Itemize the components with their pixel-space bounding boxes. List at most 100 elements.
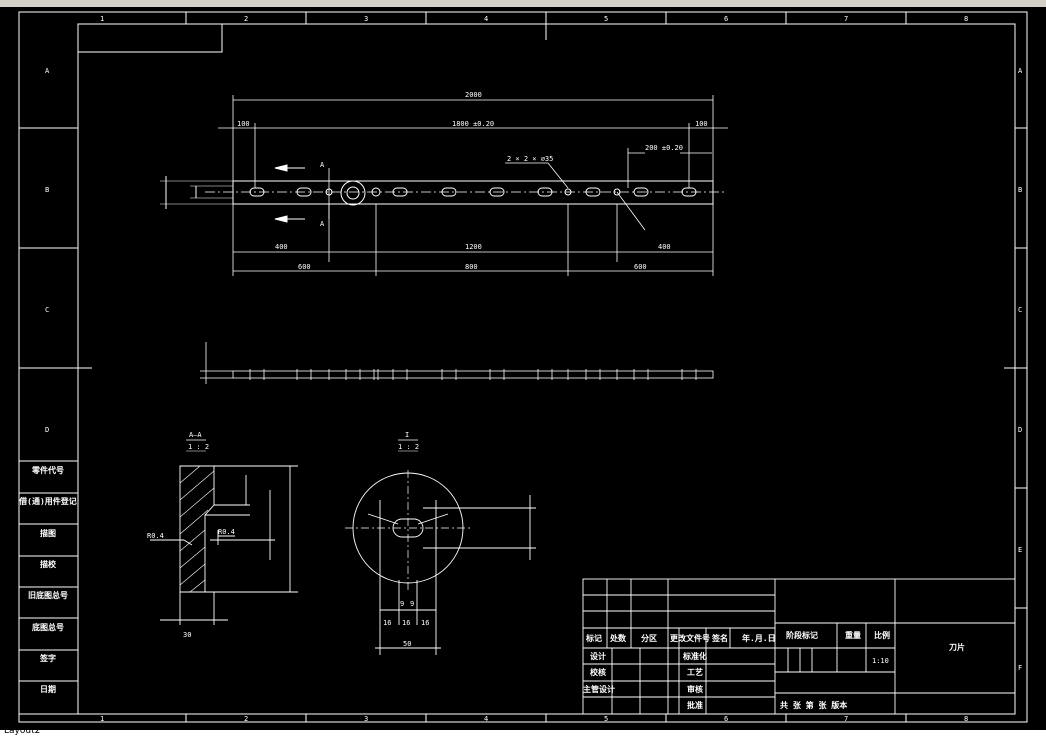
front-view <box>200 342 714 384</box>
row-label-right-a: A <box>1018 67 1023 75</box>
col-label-top-6: 6 <box>724 15 728 23</box>
side-label-trace-check: 描校 <box>40 559 57 569</box>
col-label-top-7: 7 <box>844 15 848 23</box>
layout-tab[interactable]: Layout2 <box>4 726 41 736</box>
row-label-right-c: C <box>1018 306 1022 314</box>
side-label-table <box>18 460 79 715</box>
top-view-dimension-texts: 2000 100 1800 ±0.20 100 200 ±0.20 2 × 2 … <box>237 91 708 271</box>
inner-frame <box>77 23 1016 715</box>
tb-row-check: 校核 <box>590 667 606 677</box>
dim-left-end: 100 <box>237 120 250 128</box>
dim-middle: 1800 ±0.20 <box>452 120 494 128</box>
col-label-bottom-7: 7 <box>844 715 848 723</box>
tb-sheets: 共 张 第 张 版本 <box>780 700 847 710</box>
side-label-date: 日期 <box>40 684 56 694</box>
col-label-bottom-4: 4 <box>484 715 488 723</box>
tb-mid-review: 审核 <box>687 684 703 694</box>
side-label-borrowed: 借(通)用件登记 <box>18 496 77 506</box>
col-label-top-3: 3 <box>364 15 368 23</box>
row-label-right-e: E <box>1018 546 1022 554</box>
row-ticks <box>19 127 1027 609</box>
side-label-tracing: 描图 <box>40 528 56 538</box>
row-label-right-d: D <box>1018 426 1022 434</box>
col-label-bottom-5: 5 <box>604 715 608 723</box>
col-label-top-8: 8 <box>964 15 968 23</box>
tb-scale-value: 1:10 <box>872 657 889 665</box>
section-aa-scale: 1 : 2 <box>188 443 209 451</box>
title-block-texts: 标记 处数 分区 更改文件号 签名 年.月.日 设计 校核 主管设计 标准化 工… <box>583 630 965 710</box>
side-label-signature: 签字 <box>39 653 56 663</box>
detail-i-callout-circle <box>340 180 366 206</box>
top-view-slots <box>249 187 697 197</box>
section-mark-top: A <box>320 161 325 169</box>
tb-mid-standard: 标准化 <box>682 651 707 661</box>
section-aa-r-inner: R0.4 <box>218 528 235 536</box>
code-box <box>77 23 223 53</box>
detail-i-d-bottom: 50 <box>403 640 411 648</box>
col-label-bottom-1: 1 <box>100 715 104 723</box>
layout-tab-bar: Layout2 <box>0 726 1046 737</box>
detail-i-scale: 1 : 2 <box>398 443 419 451</box>
tb-mid-process: 工艺 <box>687 667 703 677</box>
tb-stage-label: 阶段标记 <box>786 630 818 640</box>
tb-header-date: 年.月.日 <box>742 633 776 643</box>
dim-holes-note: 2 × 2 × ⌀35 <box>507 155 553 163</box>
zone-labels: 1 2 3 4 5 6 7 8 1 2 3 4 5 6 7 8 A B C D … <box>45 15 1023 723</box>
window-top-bar <box>0 0 1046 7</box>
tb-header-sign: 签名 <box>711 633 728 643</box>
tb-header-count: 处数 <box>609 633 627 643</box>
dim-bottom-600-left: 600 <box>298 263 311 271</box>
tb-weight-label: 重量 <box>845 630 861 640</box>
section-aa-title: A–A <box>189 431 202 439</box>
detail-i-d16c: 16 <box>421 619 429 627</box>
tb-part-name: 刀片 <box>949 642 965 652</box>
col-label-top-5: 5 <box>604 15 608 23</box>
side-label-part-code: 零件代号 <box>31 465 64 475</box>
dim-overall: 2000 <box>465 91 482 99</box>
col-label-bottom-6: 6 <box>724 715 728 723</box>
row-label-left-d: D <box>45 426 49 434</box>
section-aa-bottom-dim: 30 <box>183 631 191 639</box>
row-label-left-b: B <box>45 186 49 194</box>
detail-i-d16a: 16 <box>383 619 391 627</box>
tb-row-chief: 主管设计 <box>583 684 615 694</box>
tb-scale-label: 比例 <box>874 630 890 640</box>
detail-i-d16b: 16 <box>402 619 410 627</box>
dim-right-pitch: 200 ±0.20 <box>645 144 683 152</box>
detail-i <box>345 439 536 655</box>
detail-i-d9b: 9 <box>410 600 414 608</box>
outer-frame <box>18 11 1028 723</box>
section-aa <box>150 439 298 625</box>
top-view-dimensions <box>218 95 728 276</box>
dim-lower-400-right: 400 <box>658 243 671 251</box>
side-label-base-no: 底图总号 <box>31 622 64 632</box>
detail-i-title: I <box>405 431 409 439</box>
tb-mid-approve: 批准 <box>687 700 703 710</box>
side-label-old-base: 旧底图总号 <box>28 590 68 600</box>
section-aa-r-outer: R0.4 <box>147 532 164 540</box>
col-label-bottom-8: 8 <box>964 715 968 723</box>
tb-header-mark: 标记 <box>585 633 602 643</box>
title-block <box>582 578 1016 715</box>
side-label-texts: 零件代号 借(通)用件登记 描图 描校 旧底图总号 底图总号 签字 日期 <box>18 465 77 694</box>
dim-bottom-600-right: 600 <box>634 263 647 271</box>
row-label-left-c: C <box>45 306 49 314</box>
col-label-top-1: 1 <box>100 15 104 23</box>
detail-i-d9a: 9 <box>400 600 404 608</box>
dim-right-end: 100 <box>695 120 708 128</box>
detail-i-texts: I 1 : 2 9 9 16 16 16 50 <box>383 431 429 648</box>
col-label-bottom-3: 3 <box>364 715 368 723</box>
tb-header-change-doc: 更改文件号 <box>670 633 710 643</box>
top-view: A A <box>160 161 725 231</box>
section-mark-bottom: A <box>320 220 325 228</box>
col-label-bottom-2: 2 <box>244 715 248 723</box>
dim-lower-400-left: 400 <box>275 243 288 251</box>
dim-bottom-800: 800 <box>465 263 478 271</box>
column-ticks <box>185 12 907 722</box>
tb-row-design: 设计 <box>590 651 606 661</box>
row-label-left-a: A <box>45 67 50 75</box>
tb-header-zone: 分区 <box>641 633 657 643</box>
dim-lower-1200: 1200 <box>465 243 482 251</box>
section-aa-texts: A–A 1 : 2 R0.4 R0.4 30 <box>147 431 235 639</box>
